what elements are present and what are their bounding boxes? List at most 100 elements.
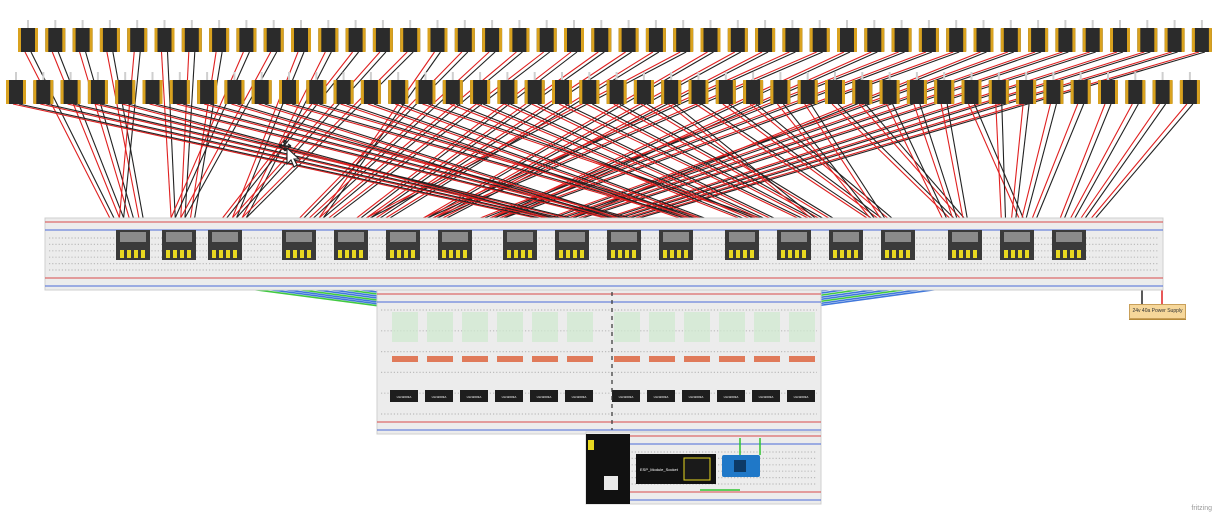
breadboard-power-module[interactable]: [586, 434, 630, 504]
resistor-array: [567, 312, 593, 362]
solenoid-icon: [224, 72, 245, 104]
power-wire: [447, 51, 927, 235]
mosfet-driver-icon: [725, 230, 759, 260]
solenoid-icon: [209, 20, 230, 52]
power-wire: [449, 103, 780, 235]
ic-label: ULN2003A: [619, 395, 634, 399]
power-wire: [209, 51, 354, 235]
darlington-ic-icon: ULN2003A: [425, 390, 453, 402]
solenoid-icon: [306, 72, 327, 104]
solenoid-icon: [442, 72, 463, 104]
ground-wire: [128, 103, 614, 235]
ic-label: ULN2003A: [654, 395, 669, 399]
solenoid-icon: [6, 72, 26, 104]
ground-wire: [112, 51, 147, 235]
mosfet-driver-icon: [777, 230, 811, 260]
darlington-ic-icon: ULN2003A: [565, 390, 593, 402]
solenoid-icon: [564, 20, 584, 52]
ic-label: ULN2003A: [794, 395, 809, 399]
ground-wire: [346, 103, 732, 235]
ground-wire: [673, 103, 836, 235]
ground-wire: [18, 103, 614, 235]
ground-wire: [755, 103, 912, 235]
ground-wire: [892, 103, 955, 235]
solenoid-icon: [891, 20, 912, 52]
power-wire: [395, 103, 744, 235]
arduino-nano[interactable]: [722, 455, 760, 477]
solenoid-icon: [864, 20, 885, 52]
darlington-ic-icon: ULN2003A: [787, 390, 815, 402]
solenoid-icon: [509, 20, 530, 52]
power-supply[interactable]: 24v 40a Power Supply: [1129, 304, 1186, 319]
ground-wire: [155, 103, 674, 235]
solenoid-icon: [87, 72, 108, 104]
solenoid-icon: [60, 72, 81, 104]
power-wire: [1061, 103, 1133, 235]
ground-wire: [1013, 103, 1030, 235]
power-wire: [913, 103, 959, 235]
ground-wire: [451, 51, 933, 235]
power-wire: [558, 103, 832, 235]
power-wire: [995, 103, 1003, 235]
mosfet-driver-icon: [334, 230, 368, 260]
power-wire: [1053, 103, 1106, 235]
ic-label: ULN2003A: [502, 395, 517, 399]
power-wire: [149, 103, 670, 235]
ground-wire: [30, 51, 123, 235]
solenoid-icon: [727, 20, 748, 52]
solenoid-icon: [345, 20, 366, 52]
solenoid-icon: [45, 20, 66, 52]
solenoid-icon: [591, 20, 612, 52]
darlington-ic-icon: ULN2003A: [647, 390, 675, 402]
resistor-array: [754, 312, 780, 362]
ground-wire: [864, 103, 979, 235]
solenoid-icon: [1016, 72, 1037, 104]
ground-wire: [1021, 103, 1057, 235]
power-wire: [504, 103, 796, 235]
solenoid-icon: [1000, 20, 1021, 52]
mosfet-driver-icon: [659, 230, 693, 260]
esp-module[interactable]: [636, 454, 716, 484]
power-wire: [776, 103, 884, 235]
solenoid-icon: [715, 72, 736, 104]
ic-label: ULN2003A: [467, 395, 482, 399]
darlington-ic-icon: ULN2003A: [682, 390, 710, 402]
solenoid-icon: [700, 20, 721, 52]
solenoid-icon: [251, 72, 272, 104]
ground-wire: [701, 103, 896, 235]
power-wire: [580, 51, 1200, 235]
solenoid-icon: [99, 20, 120, 52]
power-wire: [51, 51, 127, 235]
power-wire: [695, 103, 892, 235]
mosfet-driver-icon: [162, 230, 196, 260]
solenoid-icon: [973, 20, 994, 52]
resistor-array: [684, 312, 710, 362]
solenoid-icon: [333, 72, 354, 104]
resistor-array: [614, 312, 640, 362]
solenoid-icon: [1110, 20, 1130, 52]
power-wire: [106, 51, 143, 235]
power-wire: [1009, 103, 1024, 235]
power-wire: [586, 103, 840, 235]
ground-wire: [291, 103, 748, 235]
mosfet-driver-icon: [607, 230, 641, 260]
ground-wire: [428, 103, 808, 235]
solenoid-icon: [661, 72, 682, 104]
power-wire: [367, 103, 736, 235]
ic-label: ULN2003A: [537, 395, 552, 399]
solenoid-icon: [934, 72, 955, 104]
ic-label: ULN2003A: [759, 395, 774, 399]
darlington-ic-icon: ULN2003A: [495, 390, 523, 402]
resistor-array: [497, 312, 523, 362]
power-wire: [179, 51, 190, 235]
solenoid-icon: [400, 20, 421, 52]
mosfet-driver-icon: [282, 230, 316, 260]
solenoid-icon: [809, 20, 830, 52]
ground-wire: [1001, 103, 1007, 235]
power-wire: [395, 51, 708, 235]
mosfet-driver-icon: [555, 230, 589, 260]
solenoid-icon: [1137, 20, 1158, 52]
mosfet-driver-icon: [208, 230, 242, 260]
power-wire: [1025, 103, 1079, 235]
solenoid-icon: [645, 20, 666, 52]
